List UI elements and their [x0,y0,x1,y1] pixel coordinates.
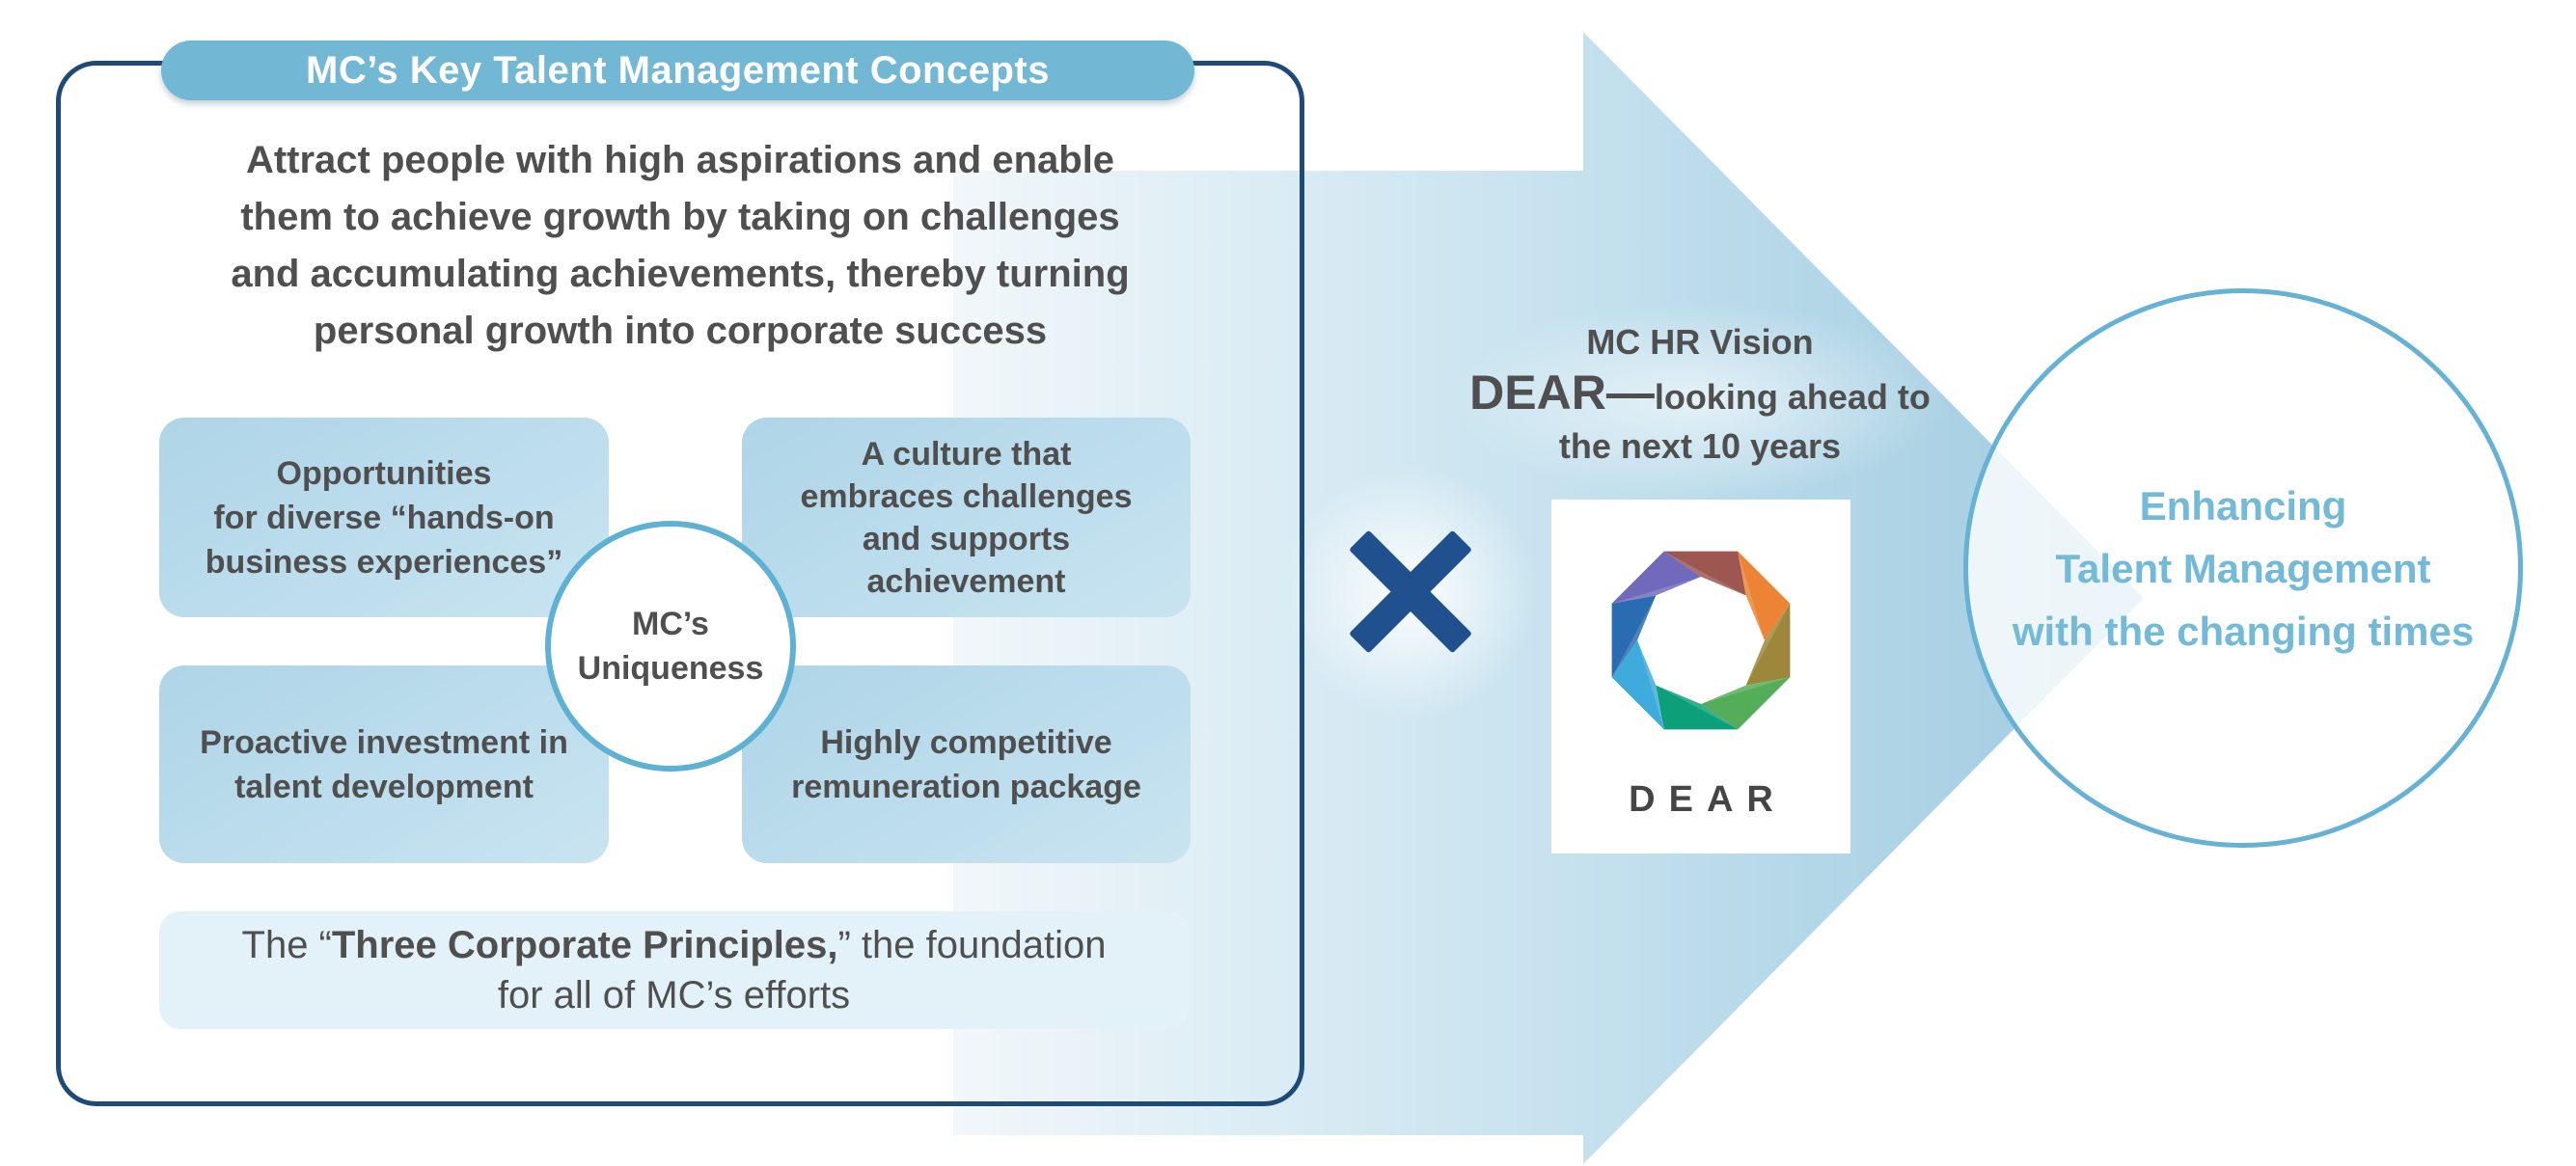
vision-headline-line2: the next 10 years [1558,426,1842,466]
outcome-line: Enhancing [2139,482,2347,529]
feature-box-opportunities: Opportunities for diverse “hands-on busi… [159,418,609,617]
feature-box-line: embraces challenges [800,477,1133,515]
vision-label: MC HR Vision [1586,322,1814,362]
uniqueness-line: Uniqueness [577,650,764,687]
uniqueness-line: MC’s [632,606,709,642]
uniqueness-circle: MC’s Uniqueness [545,521,796,772]
feature-box-line: business experiences” [205,543,563,581]
vision-headline-strong: DEAR— [1469,366,1655,420]
feature-box-line: Opportunities [276,454,492,492]
intro-line: Attract people with high aspirations and… [245,139,1115,181]
vision-block: MC HR Vision DEAR—looking ahead to the n… [1430,320,1970,468]
outcome-line: Talent Management [2055,545,2431,591]
feature-box-line: and supports [862,520,1071,557]
panel-title-banner: MC’s Key Talent Management Concepts [161,41,1194,100]
intro-line: and accumulating achievements, thereby t… [231,253,1130,295]
principles-prefix: The “ [241,924,332,966]
panel-title: MC’s Key Talent Management Concepts [306,48,1050,92]
intro-line: them to achieve growth by taking on chal… [240,196,1120,238]
feature-box-line: A culture that [861,435,1072,473]
feature-box-line: for diverse “hands-on [213,499,555,536]
principles-line-1: The “Three Corporate Principles,” the fo… [242,920,1107,970]
principles-box: The “Three Corporate Principles,” the fo… [159,911,1189,1029]
intro-paragraph: Attract people with high aspirations and… [56,132,1304,360]
vision-headline: DEAR—looking ahead to [1430,365,1970,425]
feature-box-line: talent development [234,768,534,805]
principles-bold: Three Corporate Principles, [331,924,838,966]
feature-box-remuneration: Highly competitive remuneration package [742,665,1191,863]
dear-wordmark: DEAR [1629,779,1787,820]
feature-box-line: achievement [866,562,1066,600]
dear-logo-card: DEAR [1551,500,1850,854]
vision-headline-rest: looking ahead to [1654,377,1931,417]
principles-line-2: for all of MC’s efforts [497,974,851,1017]
feature-box-line: Highly competitive [820,723,1112,761]
feature-box-line: Proactive investment in [200,723,568,761]
feature-box-investment: Proactive investment in talent developme… [159,665,609,863]
dear-octagon-icon [1611,551,1791,730]
feature-box-line: remuneration package [791,768,1141,805]
principles-suffix: ” the foundation [837,924,1107,966]
outcome-circle: Enhancing Talent Management with the cha… [1963,288,2523,848]
multiply-icon [1349,529,1472,654]
outcome-line: with the changing times [2012,608,2475,654]
feature-box-culture: A culture that embraces challenges and s… [742,418,1191,617]
intro-line: personal growth into corporate success [313,310,1048,352]
